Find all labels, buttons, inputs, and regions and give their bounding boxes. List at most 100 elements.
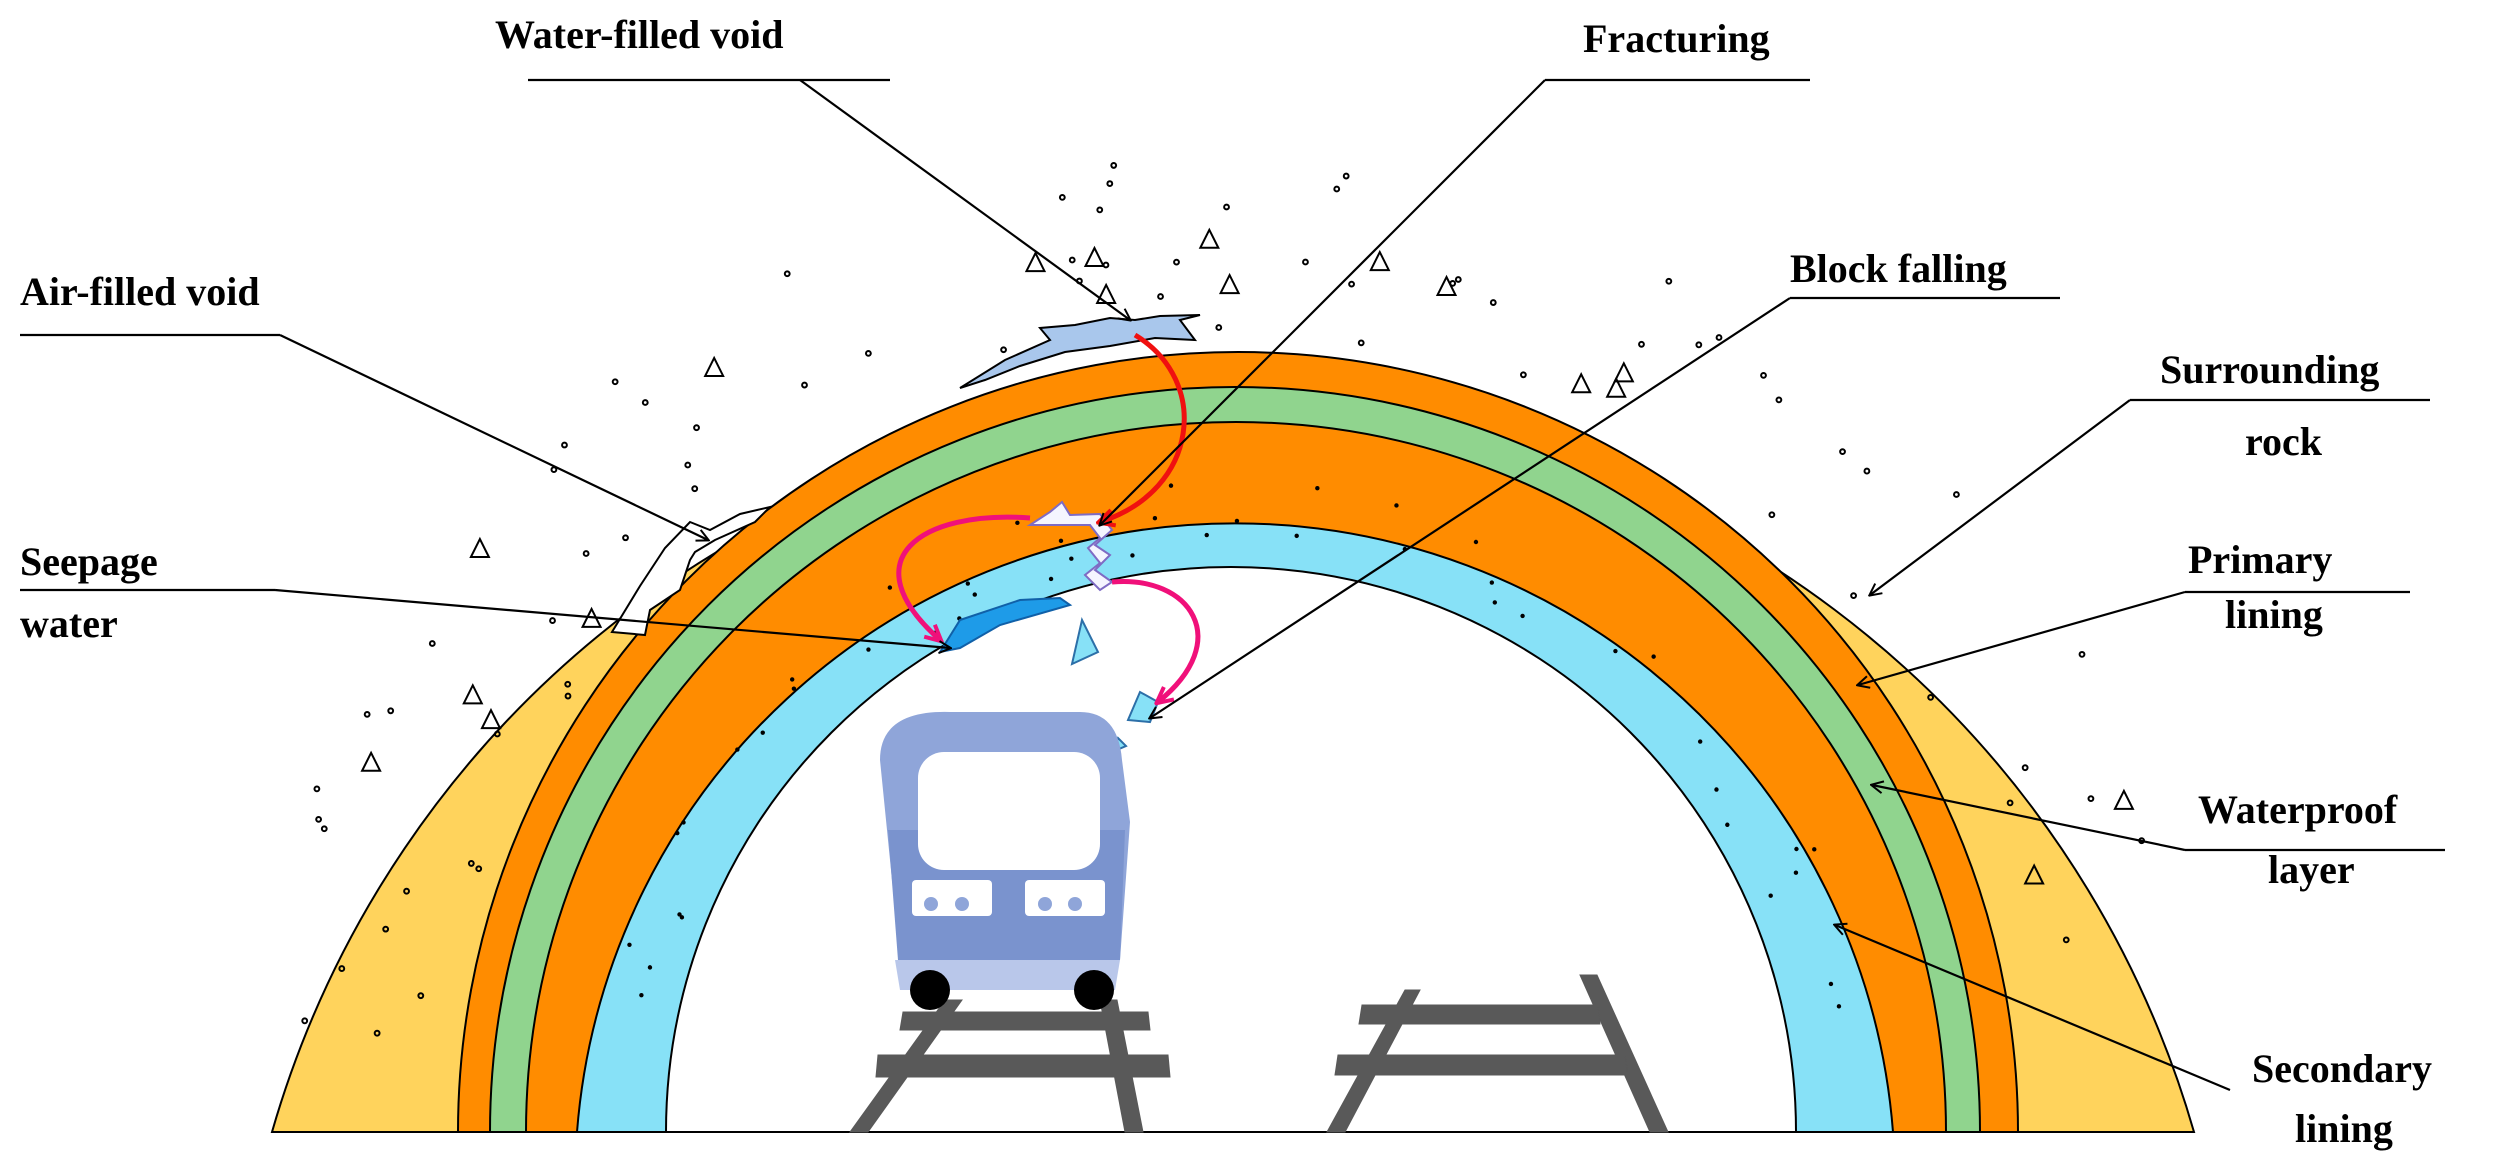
rock-dot [1715, 334, 1723, 341]
rock-triangle [360, 750, 382, 772]
rock-dot [641, 399, 649, 406]
rock-dot [1489, 299, 1497, 306]
fracture-to-block-arrow [1111, 578, 1201, 702]
lining-dot [639, 992, 644, 998]
rock-triangle [1095, 282, 1117, 304]
leader-surrounding-rock [1870, 399, 2131, 595]
rock-dot [684, 461, 692, 469]
lining-dot [1812, 847, 1817, 852]
lining-dot [1768, 893, 1773, 898]
rock-dot [428, 640, 436, 647]
lining-dot [1828, 981, 1834, 987]
rock-triangle [2113, 788, 2135, 810]
railway-track-icon [1326, 974, 1669, 1133]
rock-dot [403, 887, 410, 895]
leader-secondary-lining [1835, 925, 2231, 1092]
lining-dot [675, 830, 680, 836]
leader-water-filled-void [799, 79, 1130, 320]
rock-dot [363, 710, 371, 718]
rock-dot [1000, 346, 1007, 354]
rock-dot [1449, 279, 1457, 287]
label-primary-lining-2: lining [2225, 592, 2323, 637]
rock-dot [1927, 693, 1935, 701]
rock-triangle [1083, 245, 1106, 268]
rock-dot [561, 441, 568, 449]
railway-track-icon [849, 999, 1171, 1133]
leader-primary-lining [1858, 590, 2186, 685]
lining-dot [1651, 654, 1656, 659]
lining-dot [1058, 538, 1064, 544]
rock-triangle [1369, 249, 1391, 272]
lining-dot [1394, 503, 1399, 508]
rock-dot [783, 270, 791, 278]
lining-dot [1714, 787, 1719, 792]
rock-dot [1173, 258, 1180, 266]
rock-dot [1102, 261, 1110, 269]
lining-dot [972, 592, 977, 597]
rock-dot [313, 785, 321, 793]
rock-triangle [1613, 361, 1635, 383]
rock-dot [1454, 276, 1462, 283]
rock-dot [338, 965, 346, 972]
air-filled-void [610, 505, 774, 637]
rock-triangle [480, 707, 502, 730]
rock-dot [1665, 277, 1673, 285]
rock-dot [1110, 162, 1118, 169]
rock-dot [1519, 371, 1527, 379]
rock-dot [387, 707, 395, 715]
lining-dot [1613, 648, 1618, 654]
rock-dot [864, 349, 872, 357]
rock-texture [301, 162, 2146, 1037]
lining-dot [1234, 518, 1240, 524]
rock-dot [622, 534, 629, 542]
lining-dot [789, 677, 795, 682]
lining-dot [791, 686, 797, 691]
leader-waterproof-layer [1872, 785, 2186, 852]
rock-dot [1342, 172, 1350, 180]
lining-dot [1489, 580, 1495, 585]
rock-triangle [703, 355, 725, 377]
label-block-falling: Block falling [1790, 246, 2007, 291]
lining-dot [1697, 739, 1703, 744]
rock-triangle [1024, 250, 1047, 273]
rock-triangle [462, 683, 484, 705]
rock-triangle [1198, 227, 1220, 249]
rock-dot [417, 992, 425, 1000]
rock-dot [373, 1029, 381, 1037]
lining-dot [677, 912, 682, 917]
label-air-filled-void: Air-filled void [20, 269, 260, 314]
lining-dot [1725, 822, 1730, 827]
rock-dot [1348, 280, 1355, 288]
label-waterproof-layer-2: layer [2268, 847, 2355, 892]
rock-dot [611, 378, 619, 386]
lining-texture [627, 483, 1842, 1009]
lining-dot [1294, 533, 1299, 539]
rock-dot [315, 815, 323, 823]
seepage-water [937, 596, 1073, 654]
lining-dot [647, 965, 653, 970]
lining-dot [887, 585, 893, 590]
rock-dot [2087, 795, 2095, 803]
lining-dot [1315, 486, 1320, 491]
lining-dot [760, 730, 765, 735]
label-surrounding-rock-2: rock [2245, 419, 2323, 464]
leader-block-falling [1150, 297, 1791, 718]
rock-dot [467, 860, 475, 867]
rock-dot [801, 381, 808, 389]
label-secondary-lining-2: lining [2295, 1106, 2393, 1151]
rock-dot [1106, 180, 1114, 187]
water-to-fracture-arrow [1100, 332, 1187, 522]
rock-dot [549, 617, 556, 624]
rock-dot [1223, 203, 1230, 211]
water-filled-void [959, 314, 1201, 389]
lining-dot [1168, 483, 1174, 488]
label-secondary-lining: Secondary [2252, 1046, 2432, 1091]
fracture-crack [1026, 500, 1114, 592]
rock-dot [582, 550, 590, 557]
label-surrounding-rock: Surrounding [2160, 347, 2379, 392]
rock-dot [382, 925, 390, 933]
rock-dot [1302, 258, 1309, 266]
lining-dot [1015, 520, 1020, 526]
fracture-to-seepage-arrow [896, 514, 1031, 640]
